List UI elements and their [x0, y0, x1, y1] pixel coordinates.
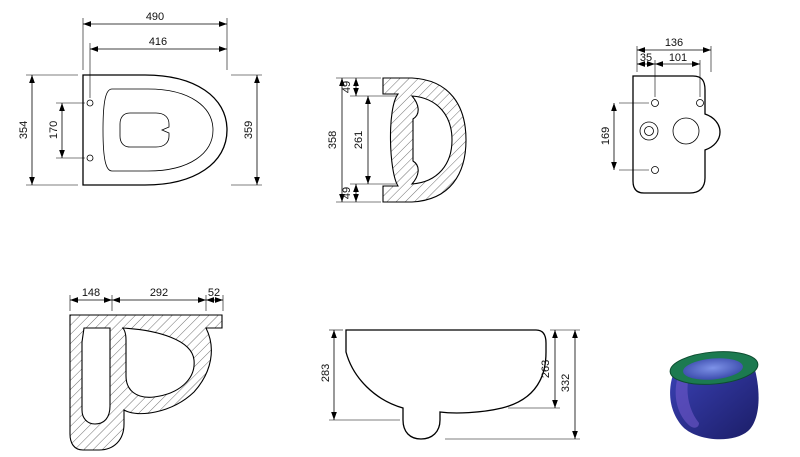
side-section-body [69, 314, 223, 451]
dim-label: 359 [243, 121, 255, 139]
plan-bowl-contour [119, 112, 170, 148]
dim-label: 169 [600, 127, 612, 145]
dim-148: 148 [69, 287, 113, 311]
side-view: 283 263 332 [320, 329, 580, 440]
dim-263: 263 [508, 329, 580, 409]
dim-52: 52 [206, 287, 224, 311]
dim-label: 354 [18, 121, 30, 139]
dim-358: 358 [327, 77, 381, 203]
dim-359: 359 [231, 74, 262, 186]
dim-label: 261 [353, 131, 365, 149]
dim-170: 170 [48, 102, 85, 159]
dim-283: 283 [320, 329, 400, 421]
dim-169: 169 [600, 102, 649, 171]
front-section-view: 358 261 49 49 [327, 77, 467, 203]
dim-261: 261 [350, 95, 396, 185]
dim-136: 136 [636, 37, 712, 72]
plan-fixing-hole-top [86, 99, 94, 107]
dim-label: 101 [669, 52, 687, 64]
dim-label: 263 [540, 360, 552, 378]
dim-label: 148 [82, 287, 100, 299]
side-outer-contour [345, 329, 547, 440]
dim-label: 358 [327, 131, 339, 149]
dim-35: 35 [637, 52, 656, 97]
dim-label: 283 [320, 364, 332, 382]
dim-label: 52 [208, 287, 220, 299]
dim-label: 490 [146, 11, 164, 23]
rear-fixing-hole-lower [651, 166, 659, 174]
dim-label: 292 [150, 287, 168, 299]
plan-outer-contour [82, 74, 228, 186]
dim-49-bottom: 49 [341, 184, 359, 202]
dim-label: 35 [640, 52, 652, 64]
render-3d [669, 351, 759, 440]
rear-fixing-hole-left [651, 99, 659, 107]
dim-label: 49 [341, 187, 353, 199]
dim-49-top: 49 [341, 78, 359, 96]
rear-inlet-inner [644, 126, 654, 136]
dim-490: 490 [82, 11, 228, 70]
plan-fixing-hole-bottom [86, 154, 94, 162]
rear-view: 136 35 101 169 [600, 37, 721, 194]
dim-label: 416 [149, 36, 167, 48]
dim-332: 332 [445, 330, 580, 440]
dim-label: 136 [665, 37, 683, 49]
dim-354: 354 [18, 74, 78, 186]
rear-outer-contour [632, 75, 721, 194]
dim-416: 416 [89, 36, 227, 98]
dim-label: 49 [341, 81, 353, 93]
dim-101: 101 [655, 52, 701, 97]
plan-seat-contour [102, 88, 214, 172]
front-section-body [382, 77, 467, 203]
rear-fixing-hole-right [696, 99, 704, 107]
dim-label: 170 [48, 121, 60, 139]
render-highlight [675, 380, 699, 428]
rear-inlet-outer [639, 121, 659, 141]
dim-292: 292 [112, 287, 207, 311]
render-bowl-opening [683, 358, 743, 380]
plan-view: 490 416 354 170 359 [18, 11, 262, 186]
side-section-view: 148 292 52 [69, 287, 224, 451]
dim-label: 332 [560, 374, 572, 392]
rear-outlet [672, 117, 700, 145]
